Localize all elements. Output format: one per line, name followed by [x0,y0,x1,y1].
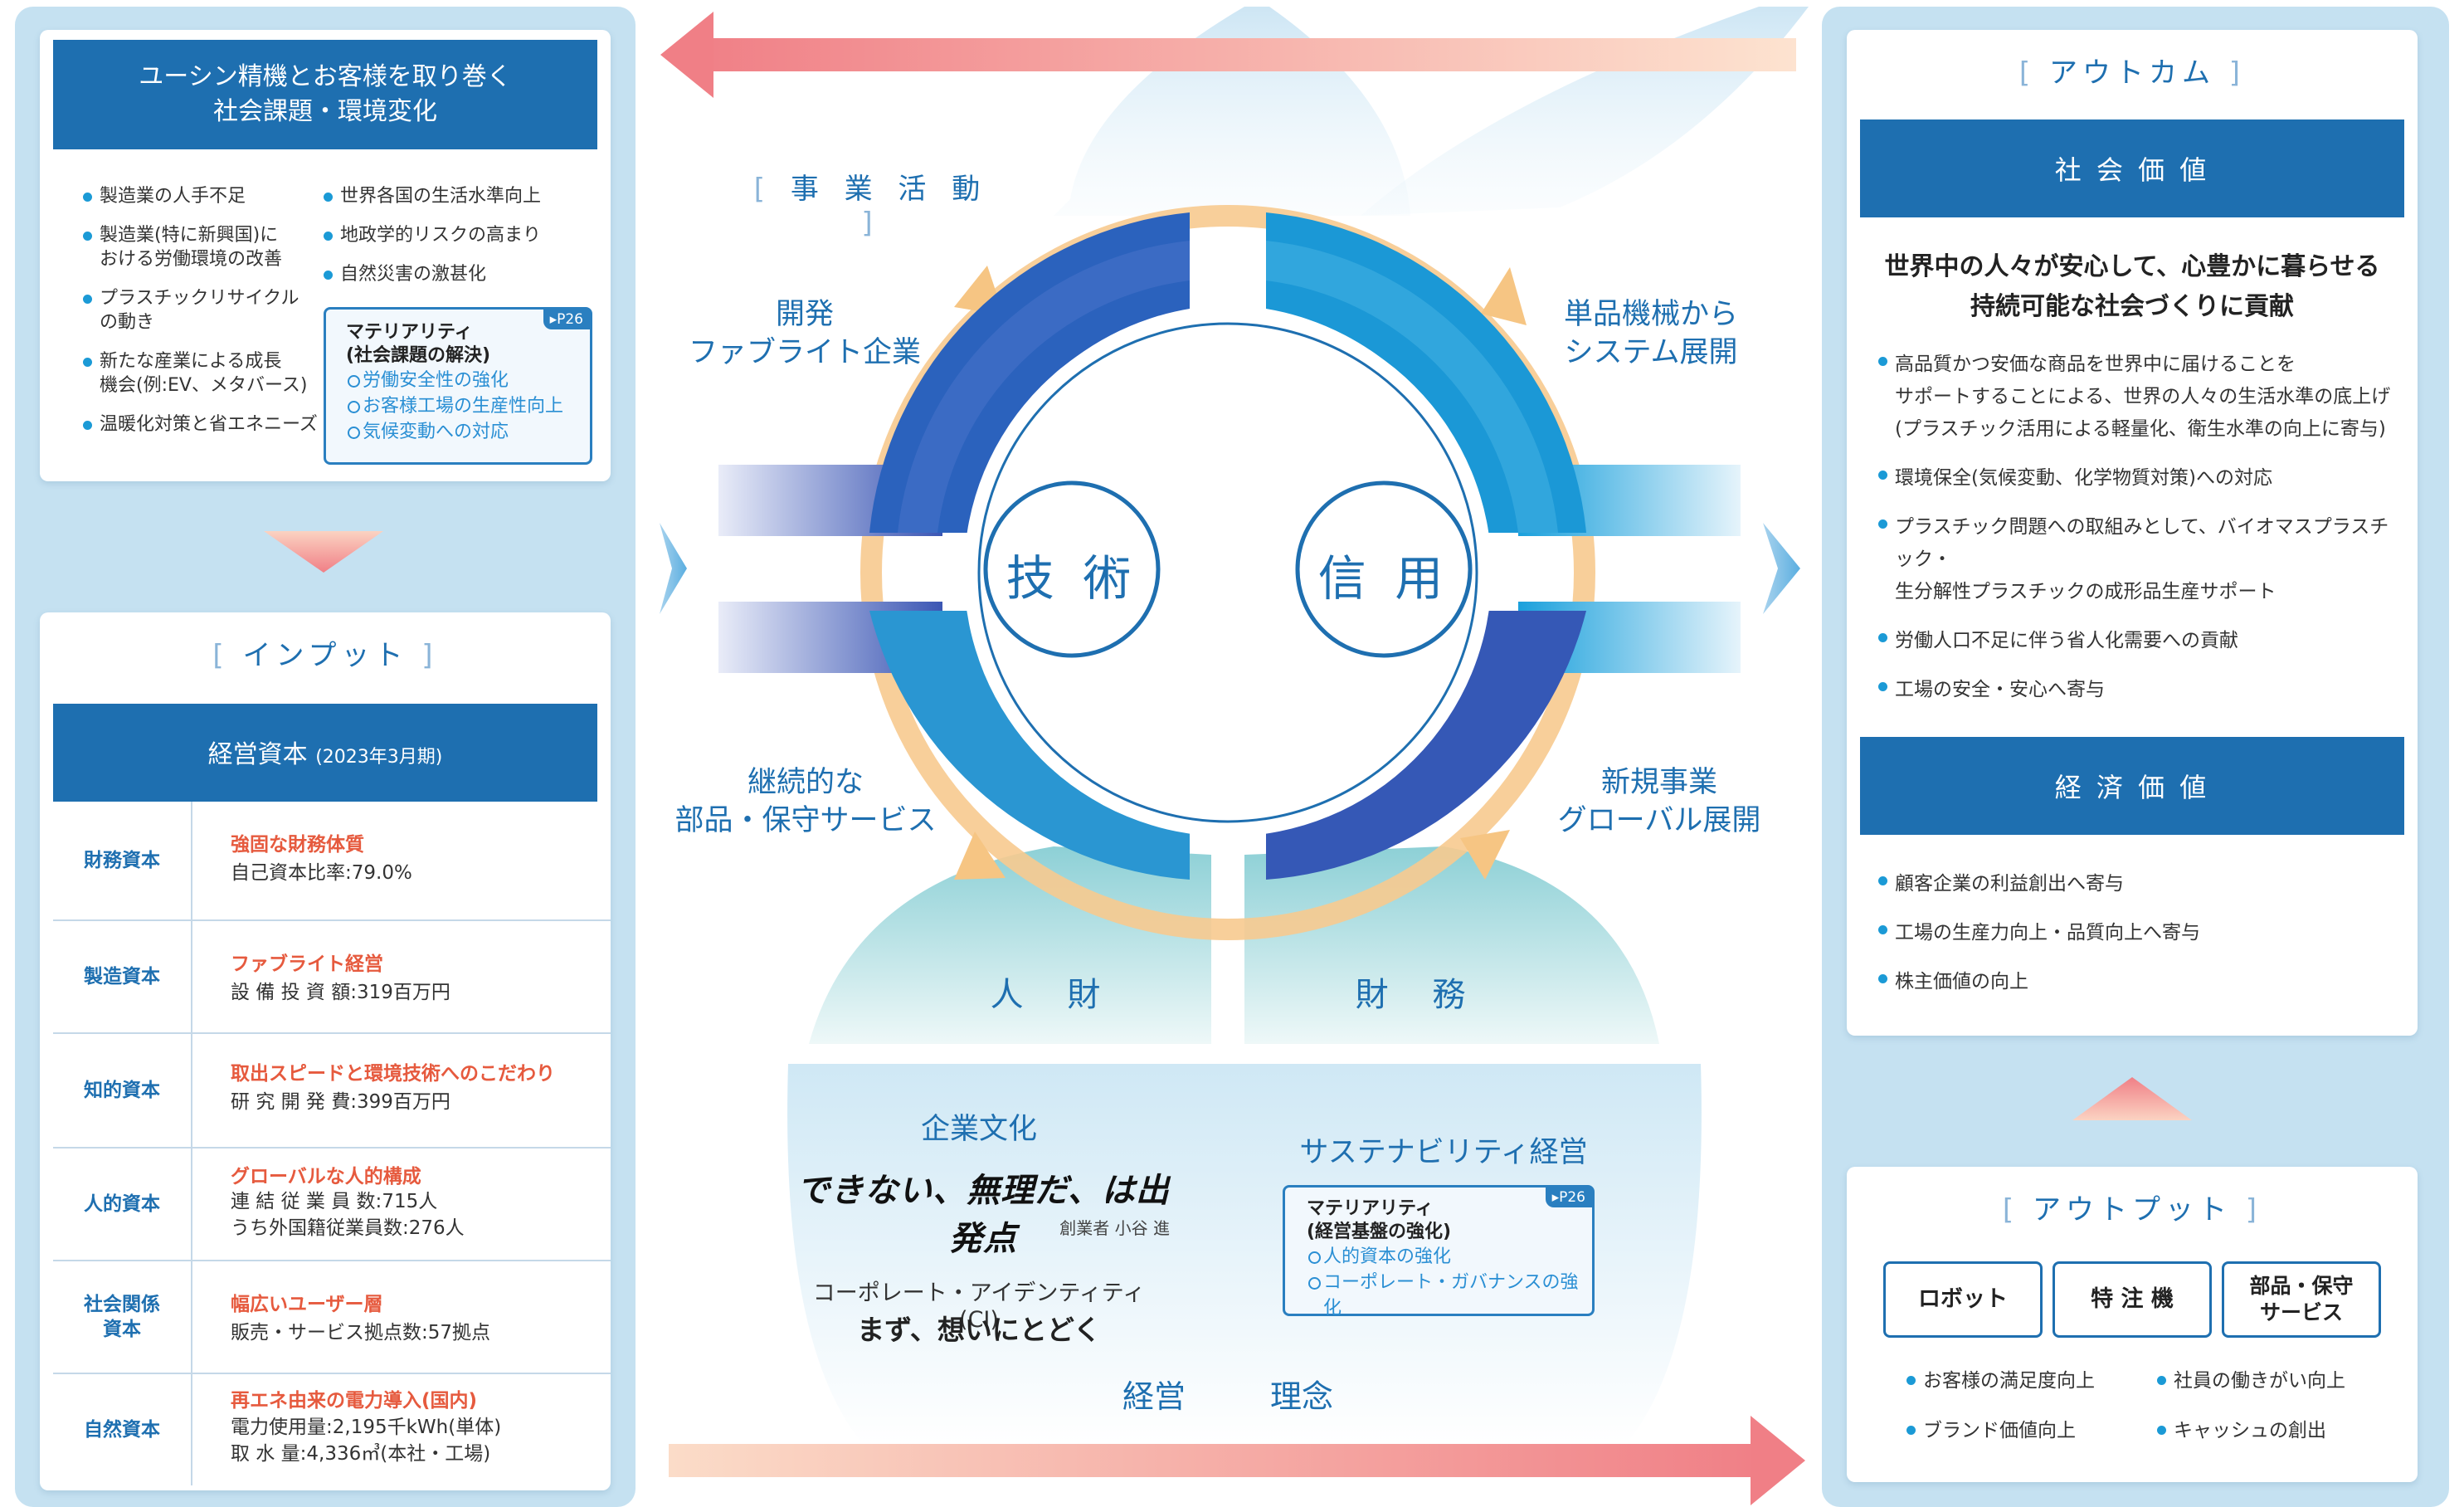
business-activity-text: 事 業 活 動 [790,173,989,206]
social-value-item: 高品質かつ安価な商品を世界中に届けることを サポートすることによる、世界の人々の… [1877,349,2408,446]
capital-name: 人的資本 [53,1149,192,1260]
sustainability-title: サステナビリティ経営 [1299,1136,1588,1169]
issues-list-col2: 世界各国の生活水準向上 地政学的リスクの高まり 自然災害の激甚化 [322,184,604,286]
issue-item: 自然災害の激甚化 [322,262,604,286]
capital-headline: ファブライト経営 [231,953,383,975]
materiality-foundation-box: ▸P26 マテリアリティ (経営基盤の強化) 人的資本の強化 コーポレート・ガバ… [1283,1185,1595,1319]
capital-name: 財務資本 [53,802,192,919]
input-label: [ インプット ] [212,639,438,672]
outcome-label-text: アウトカム [2049,56,2215,90]
economic-value-header: 経 済 価 値 [1860,737,2404,835]
ci-text: まず、想いにとどく [857,1314,1101,1346]
capital-title: 経営資本 [207,740,308,769]
output-custom-machine: 特 注 機 [2053,1261,2212,1338]
capital-name: 自然資本 [53,1374,192,1485]
materiality-item: 気候変動への対応 [346,419,590,445]
capital-value: 連 結 従 業 員 数:715人 うち外国籍従業員数:276人 [231,1191,465,1239]
issue-item: 温暖化対策と省エネニーズ [81,412,322,436]
corporate-culture-title: 企業文化 [920,1113,1037,1146]
input-label-text: インプット [242,639,408,672]
social-value-item: プラスチック問題への取組みとして、バイオマスプラスチック・ 生分解性プラスチック… [1877,511,2408,608]
finance-label: 財 務 [1355,976,1483,1014]
outcome-label: [ アウトカム ] [2018,56,2246,90]
capital-row: 財務資本 強固な財務体質 自己資本比率:79.0% [53,802,611,921]
capital-value: 設 備 投 資 額:319百万円 [231,982,450,1003]
capital-value: 自己資本比率:79.0% [231,862,412,884]
materiality-item: お客様工場の生産性向上 [346,393,590,419]
page-reference-badge[interactable]: ▸P26 [543,310,590,329]
materiality-social-box: ▸P26 マテリアリティ (社会課題の解決) 労働安全性の強化 お客様工場の生産… [324,307,592,465]
social-value-item: 労働人口不足に伴う省人化需要への貢献 [1877,625,2408,657]
capital-name: 社会関係 資本 [53,1261,192,1373]
capital-name: 製造資本 [53,921,192,1032]
materiality-item: 人的資本の強化 [1307,1244,1592,1270]
capital-headline: グローバルな人的構成 [231,1166,421,1188]
capital-row: 人的資本 グローバルな人的構成 連 結 従 業 員 数:715人 うち外国籍従業… [53,1149,611,1261]
issues-title: ユーシン精機とお客様を取り巻く 社会課題・環境変化 [53,40,597,149]
issue-item: 製造業(特に新興国)に おける労働環境の改善 [81,223,322,271]
issue-item: 世界各国の生活水準向上 [322,184,604,208]
output-benefit-item: お客様の満足度向上 [1905,1368,2154,1394]
business-activity-label: [ 事 業 活 動 ] [753,173,989,240]
issue-item: 地政学的リスクの高まり [322,223,604,247]
capital-value: 電力使用量:2,195千kWh(単体) 取 水 量:4,336㎥(本社・工場) [231,1417,502,1465]
issue-item: 製造業の人手不足 [81,184,322,208]
materiality-item: 労働安全性の強化 [346,368,590,393]
issue-item: 新たな産業による成長 機会(例:EV、メタバース) [81,349,322,397]
capital-row: 自然資本 再エネ由来の電力導入(国内) 電力使用量:2,195千kWh(単体) … [53,1374,611,1485]
materiality-item: コーポレート・ガバナンスの強化 [1307,1270,1592,1321]
capital-row: 社会関係 資本 幅広いユーザー層 販売・サービス拠点数:57拠点 [53,1261,611,1374]
capital-name: 知的資本 [53,1034,192,1147]
capital-header: 経営資本 (2023年3月期) [53,704,597,802]
capital-value: 販売・サービス拠点数:57拠点 [231,1322,491,1344]
economic-value-list: 顧客企業の利益創出へ寄与 工場の生産力向上・品質向上へ寄与 株主価値の向上 [1877,868,2408,998]
output-benefit-item: ブランド価値向上 [1905,1417,2154,1444]
output-parts-service: 部品・保守 サービス [2222,1261,2381,1338]
capital-row: 製造資本 ファブライト経営 設 備 投 資 額:319百万円 [53,921,611,1034]
output-robot: ロボット [1883,1261,2043,1338]
social-value-item: 環境保全(気候変動、化学物質対策)への対応 [1877,462,2408,495]
cycle-label-new-business: 新規事業 グローバル展開 [1557,766,1761,837]
capital-headline: 取出スピードと環境技術へのこだわり [231,1063,555,1085]
issues-list-col1: 製造業の人手不足 製造業(特に新興国)に おける労働環境の改善 プラスチックリサ… [81,184,322,436]
economic-value-item: 株主価値の向上 [1877,966,2408,998]
capital-headline: 強固な財務体質 [231,834,364,856]
materiality-title: マテリアリティ [346,322,473,343]
issues-title-line1: ユーシン精機とお客様を取り巻く [139,62,512,91]
materiality-subtitle: (経営基盤の強化) [1307,1222,1452,1242]
output-benefit-item: キャッシュの創出 [2155,1417,2404,1444]
human-resources-label: 人 財 [990,976,1118,1014]
management-philosophy: 経営 理念 [1122,1378,1334,1415]
social-value-heading: 世界中の人々が安心して、心豊かに暮らせる 持続可能な社会づくりに貢献 [1884,252,2380,321]
trust-label: 信 用 [1317,550,1450,607]
capital-headline: 幅広いユーザー層 [231,1294,383,1315]
capital-headline: 再エネ由来の電力導入(国内) [231,1390,478,1412]
ci-label: コーポレート・アイデンティティ(CI) [812,1280,1146,1333]
social-value-list: 高品質かつ安価な商品を世界中に届けることを サポートすることによる、世界の人々の… [1877,349,2408,706]
page-reference-badge[interactable]: ▸P26 [1545,1188,1592,1207]
cycle-label-development: 開発 ファブライト企業 [688,298,921,369]
social-value-item: 工場の安全・安心へ寄与 [1877,674,2408,706]
capital-row: 知的資本 取出スピードと環境技術へのこだわり 研 究 開 発 費:399百万円 [53,1034,611,1149]
output-label-text: アウトプット [2033,1193,2232,1227]
materiality-subtitle: (社会課題の解決) [346,345,491,366]
output-benefit-item: 社員の働きがい向上 [2155,1368,2404,1394]
economic-value-item: 顧客企業の利益創出へ寄与 [1877,868,2408,900]
materiality-title: マテリアリティ [1307,1198,1434,1219]
output-label: [ アウトプット ] [2002,1193,2262,1227]
capital-value: 研 究 開 発 費:399百万円 [231,1091,450,1113]
capital-period: (2023年3月期) [315,747,443,768]
founder-name: 創業者 小谷 進 [1059,1218,1170,1238]
issues-title-line2: 社会課題・環境変化 [213,97,437,126]
founder-motto: できない、無理だ、は出発点 [796,1171,1170,1258]
economic-value-item: 工場の生産力向上・品質向上へ寄与 [1877,917,2408,949]
cycle-label-service: 継続的な 部品・保守サービス [674,766,937,837]
technology-label: 技 術 [1006,550,1138,607]
cycle-label-system: 単品機械から システム展開 [1563,298,1738,369]
issue-item: プラスチックリサイクル の動き [81,286,322,334]
social-value-header: 社 会 価 値 [1860,119,2404,217]
